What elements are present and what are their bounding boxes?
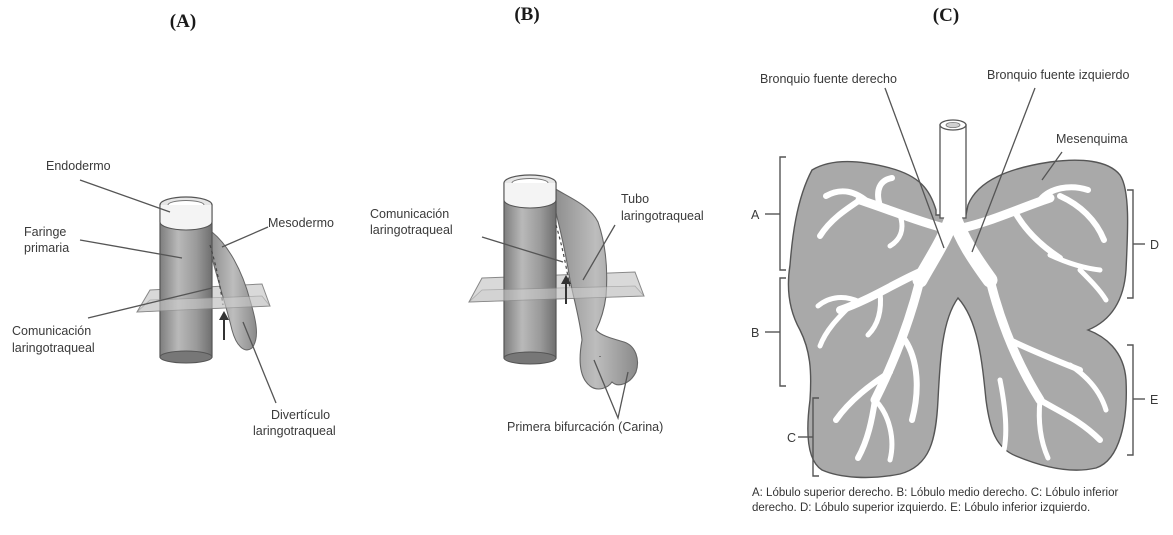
trachea [940, 125, 966, 218]
label-endodermo: Endodermo [46, 159, 111, 173]
label-comunicacion-a-2: laringotraqueal [12, 341, 95, 355]
panel-b-title: (B) [514, 4, 539, 25]
label-comunicacion-b-1: Comunicación [370, 207, 449, 221]
panel-c: (C) [751, 5, 1159, 477]
label-carina: Primera bifurcación (Carina) [507, 420, 663, 434]
panel-a-title: (A) [170, 11, 196, 32]
foregut-tube-b [504, 183, 556, 358]
label-lobe-c: C [787, 431, 796, 445]
label-mesodermo: Mesodermo [268, 216, 334, 230]
label-tubo-2: laringotraqueal [621, 209, 704, 223]
label-comunicacion-a-1: Comunicación [12, 324, 91, 338]
label-lobe-d: D [1150, 238, 1159, 252]
label-lobe-b: B [751, 326, 759, 340]
panel-c-title: (C) [933, 5, 959, 26]
label-mesenquima: Mesenquima [1056, 132, 1128, 146]
label-comunicacion-b-2: laringotraqueal [370, 223, 453, 237]
panel-c-lungs [788, 120, 1127, 477]
label-bronquio-derecho: Bronquio fuente derecho [760, 72, 897, 86]
label-lobe-a: A [751, 208, 760, 222]
label-diverticulo-1: Divertículo [271, 408, 330, 422]
label-lobe-e: E [1150, 393, 1158, 407]
label-faringe-2: primaria [24, 241, 69, 255]
panel-b-drawing [469, 175, 644, 389]
label-tubo-1: Tubo [621, 192, 649, 206]
label-faringe-1: Faringe [24, 225, 66, 239]
label-bronquio-izquierdo: Bronquio fuente izquierdo [987, 68, 1130, 82]
lobe-legend-caption: A: Lóbulo superior derecho. B: Lóbulo me… [752, 486, 1164, 516]
panel-b: (B) Comunicación larin [370, 4, 704, 434]
label-diverticulo-2: laringotraqueal [253, 424, 336, 438]
panel-a: (A) Endoderm [12, 11, 336, 438]
